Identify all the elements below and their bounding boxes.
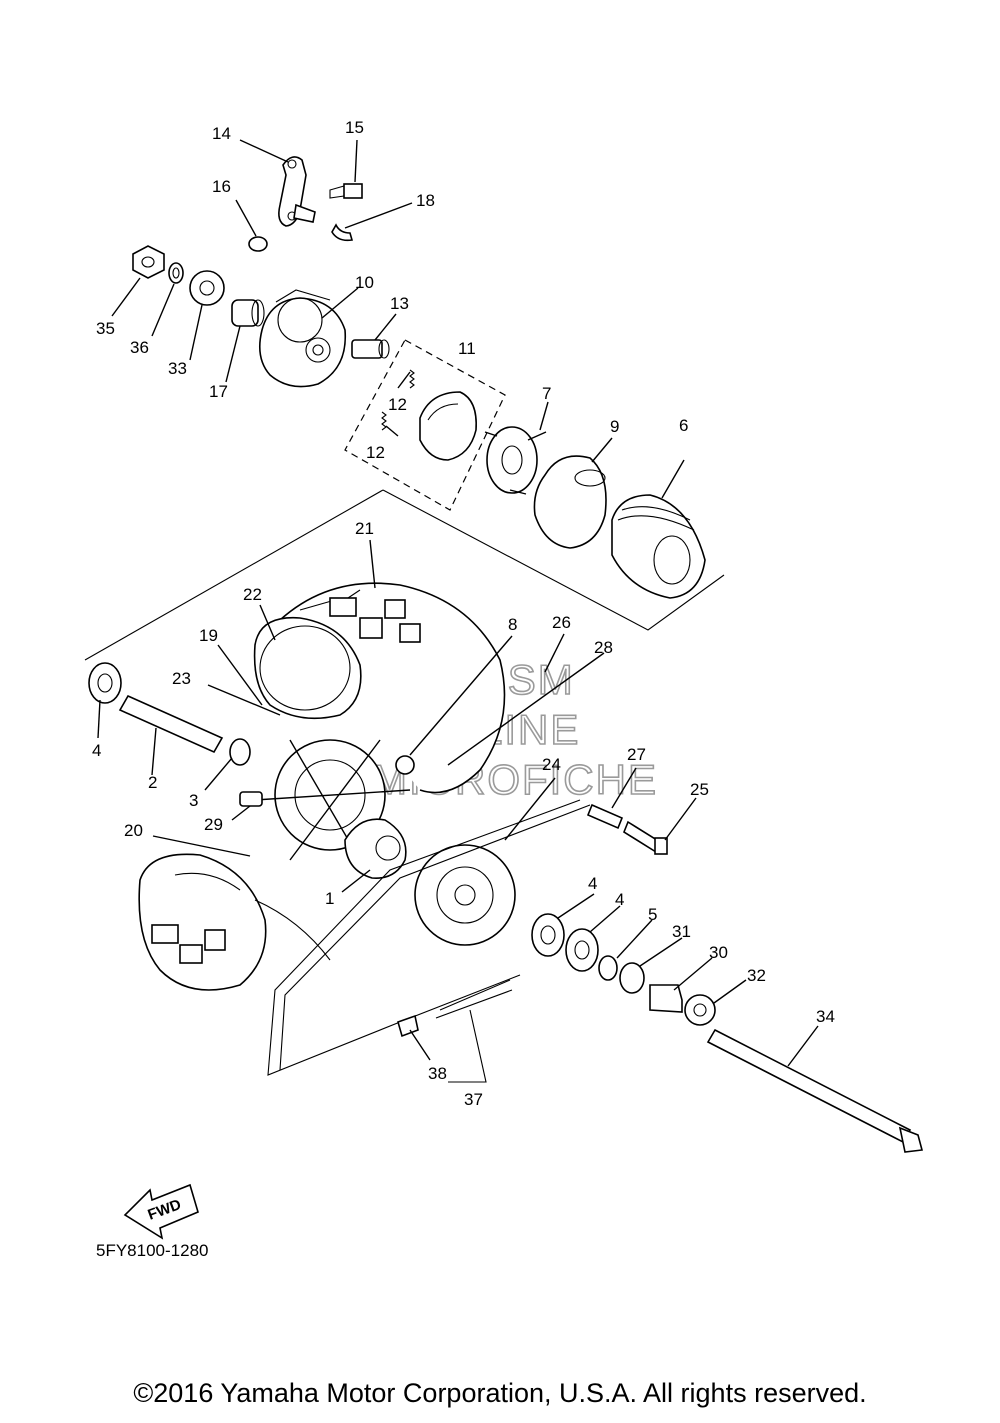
callout-3: 3 — [189, 791, 198, 810]
callout-14: 14 — [212, 124, 231, 143]
fwd-arrow: FWD — [123, 1183, 199, 1240]
callout-35: 35 — [96, 319, 115, 338]
callout-20: 20 — [124, 821, 143, 840]
callout-25: 25 — [690, 780, 709, 799]
callout-12-upper: 12 — [388, 395, 407, 414]
callout-29: 29 — [204, 815, 223, 834]
callout-4-right-1: 4 — [588, 874, 597, 893]
callout-18: 18 — [416, 191, 435, 210]
brake-arm-group — [132, 156, 506, 511]
callout-22: 22 — [243, 585, 262, 604]
callout-33: 33 — [168, 359, 187, 378]
callout-15: 15 — [345, 118, 364, 137]
callout-26: 26 — [552, 613, 571, 632]
callout-7: 7 — [542, 384, 551, 403]
leader-lines — [97, 139, 819, 1083]
callout-13: 13 — [390, 294, 409, 313]
copyright-notice: ©2016 Yamaha Motor Corporation, U.S.A. A… — [133, 1378, 867, 1408]
callout-8: 8 — [508, 615, 517, 634]
callout-34: 34 — [816, 1007, 835, 1026]
callout-1: 1 — [325, 889, 334, 908]
callout-11: 11 — [458, 339, 476, 358]
callout-30: 30 — [709, 943, 728, 962]
callout-24: 24 — [542, 755, 561, 774]
callout-16: 16 — [212, 177, 231, 196]
drawing-number: 5FY8100-1280 — [96, 1241, 208, 1260]
callout-17: 17 — [209, 382, 228, 401]
callout-19: 19 — [199, 626, 218, 645]
callout-6: 6 — [679, 416, 688, 435]
callout-31: 31 — [672, 922, 691, 941]
callout-4-right-2: 4 — [615, 890, 624, 909]
callout-32: 32 — [747, 966, 766, 985]
callout-28: 28 — [594, 638, 613, 657]
callout-37: 37 — [464, 1090, 483, 1109]
callout-10: 10 — [355, 273, 374, 292]
callout-4-left: 4 — [92, 741, 101, 760]
callout-2: 2 — [148, 773, 157, 792]
callout-21: 21 — [355, 519, 374, 538]
callout-38: 38 — [428, 1064, 447, 1083]
callout-27: 27 — [627, 745, 646, 764]
callout-12-lower: 12 — [366, 443, 385, 462]
callout-9: 9 — [610, 417, 619, 436]
hub-parts-group — [84, 426, 725, 661]
callout-23: 23 — [172, 669, 191, 688]
callout-36: 36 — [130, 338, 149, 357]
callout-5: 5 — [648, 905, 657, 924]
callout-numbers: 14 15 16 18 10 13 35 36 33 17 11 12 12 7… — [92, 118, 835, 1109]
wheel-group — [88, 582, 924, 1153]
